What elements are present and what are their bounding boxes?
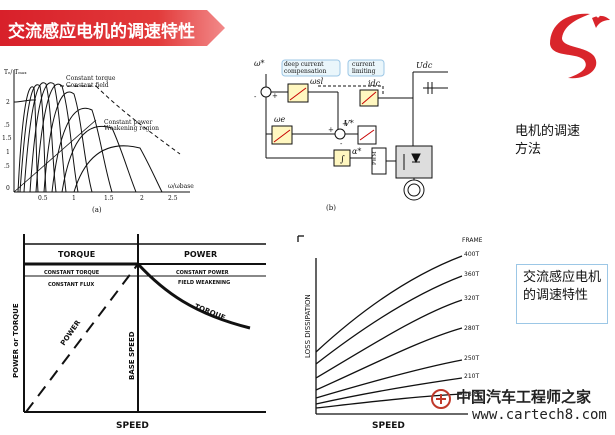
fig-b-sign: + — [328, 126, 334, 134]
fig-a-ytick: .5 — [4, 163, 10, 170]
fig-c-torque-line-label: TORQUE — [193, 302, 226, 322]
fig-c-base-speed: BASE SPEED — [128, 331, 136, 380]
fig-d-frame-label: 360T — [464, 271, 479, 278]
fig-b-omega-e: ωe — [274, 115, 286, 124]
fig-b-sign: + — [342, 120, 348, 128]
fig-d-frame-label: 250T — [464, 355, 479, 362]
figure-control-block-diagram: deep current compensation current limiti… — [248, 54, 453, 214]
fig-a-label-constant-power: Constant power — [104, 119, 152, 126]
fig-a-ytick: 0 — [6, 185, 10, 192]
figure-loss-dissipation: FRAME 400T 360T 320T 280T 250T 210T 180T… — [290, 232, 500, 432]
fig-b-sign: - — [340, 140, 343, 148]
fig-a-xtick: 2 — [140, 195, 144, 202]
fig-c-field-weakening: FIELD WEAKENING — [178, 280, 230, 286]
fig-c-power: POWER — [184, 250, 217, 259]
fig-b-udc: Udc — [416, 61, 433, 70]
fig-c-constant-flux: CONSTANT FLUX — [48, 282, 94, 288]
fig-a-ytick: 1.5 — [2, 135, 12, 142]
fig-b-omega-sl: ωsl — [310, 77, 324, 86]
fig-d-frame-label: 400T — [464, 251, 479, 258]
fig-d-frame-label: 210T — [464, 373, 479, 380]
caption-speed-characteristic-text: 交流感应电机的调速特性 — [523, 270, 602, 303]
brand-logo-icon — [550, 13, 610, 79]
fig-b-current: current — [352, 61, 375, 68]
fig-a-ylabel: Tₑ/ Tₘₐₓ — [4, 69, 27, 76]
caption-speed-method-text: 电机的调速方法 — [515, 124, 581, 157]
caption-speed-method: 电机的调速方法 — [508, 118, 590, 164]
slide-title: 交流感应电机的调速特性 — [8, 22, 195, 42]
fig-b-sign: + — [272, 92, 278, 100]
fig-d-frame-label: 320T — [464, 295, 479, 302]
fig-c-constant-power: CONSTANT POWER — [176, 270, 229, 276]
fig-b-sign: - — [254, 93, 257, 101]
fig-a-caption: (a) — [92, 206, 102, 214]
fig-c-constant-torque: CONSTANT TORQUE — [44, 270, 100, 276]
watermark-title: 中国汽车工程师之家 — [456, 388, 592, 406]
figure-power-torque-speed: TORQUE POWER CONSTANT TORQUE CONSTANT FL… — [4, 228, 270, 434]
fig-d-xlabel: SPEED — [372, 421, 405, 431]
fig-a-ytick: .5 — [4, 122, 10, 129]
watermark-url: www.cartech8.com — [472, 407, 607, 423]
slide-title-bar: 交流感应电机的调速特性 — [0, 10, 225, 46]
fig-d-frame-label: 280T — [464, 325, 479, 332]
fig-b-pwm: PWM — [372, 151, 378, 165]
fig-b-deep-current: deep current — [284, 61, 324, 68]
fig-c-torque: TORQUE — [58, 250, 95, 259]
fig-a-label-weakening: Weakening region — [104, 125, 159, 132]
car-logo-icon — [431, 389, 451, 409]
fig-b-v-star: V* — [344, 119, 354, 128]
fig-a-xlabel: ω/ωbase — [168, 183, 194, 190]
fig-a-xtick: 2.5 — [168, 195, 178, 202]
fig-b-compensation: compensation — [284, 68, 327, 75]
fig-a-xtick: 1 — [72, 195, 76, 202]
fig-b-idc: idc — [368, 79, 381, 88]
fig-c-xlabel: SPEED — [116, 421, 149, 431]
fig-b-alpha-star: α* — [352, 147, 361, 156]
fig-a-label-constant-torque: Constant torque — [66, 75, 116, 82]
fig-a-label-constant-field: Constant field — [66, 82, 109, 89]
fig-b-omega-star: ω* — [254, 59, 265, 68]
fig-b-integrator: ∫ — [340, 155, 345, 165]
fig-a-xtick: 1.5 — [104, 195, 114, 202]
fig-d-ylabel: LOSS DISSIPATION — [304, 294, 312, 358]
fig-a-ytick: 1 — [6, 149, 10, 156]
fig-a-ytick: 2 — [6, 99, 10, 106]
fig-b-caption: (b) — [326, 204, 336, 212]
fig-d-frame: FRAME — [462, 237, 483, 244]
fig-b-limiting: limiting — [352, 68, 376, 75]
fig-a-xtick: 0.5 — [38, 195, 48, 202]
figure-torque-speed-curves: Tₑ/ Tₘₐₓ Constant torque Constant field … — [0, 50, 200, 220]
fig-c-ylabel: POWER or TORQUE — [12, 303, 20, 378]
caption-speed-characteristic: 交流感应电机的调速特性 — [516, 264, 608, 324]
fig-d-frame-label: 180T — [464, 391, 479, 398]
watermark: 中国汽车工程师之家 www.cartech8.com — [431, 386, 612, 432]
